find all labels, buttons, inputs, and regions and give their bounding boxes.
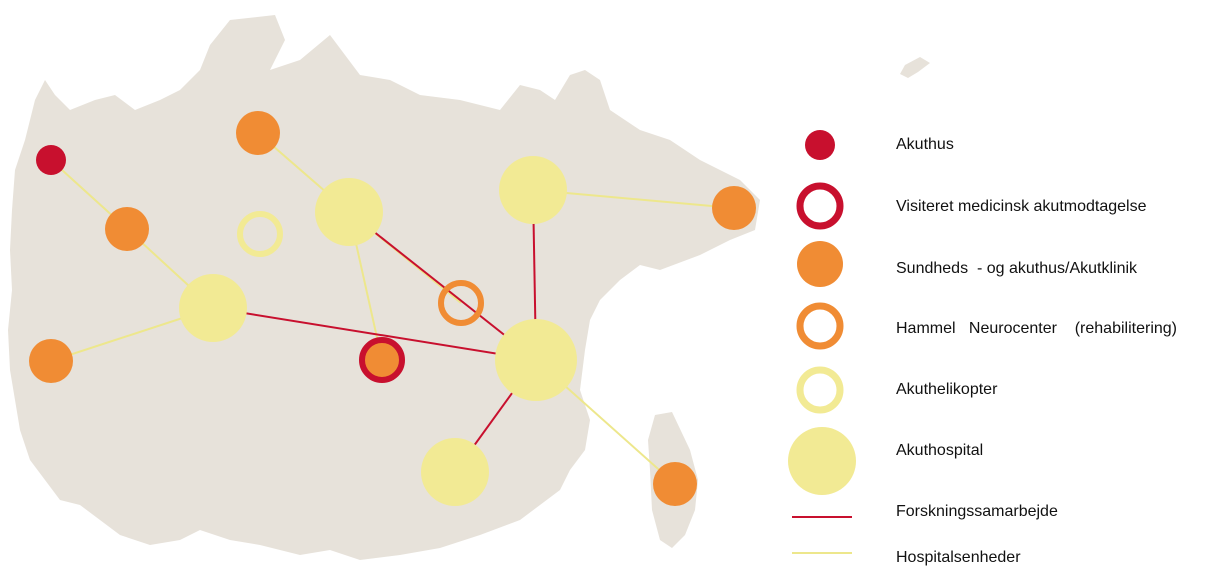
legend-hammel-symbol bbox=[796, 302, 844, 350]
akuthospital-marker bbox=[495, 319, 577, 401]
sundheds-marker bbox=[712, 186, 756, 230]
map-markers bbox=[29, 111, 756, 506]
research-line bbox=[212, 307, 537, 361]
legend-symbols bbox=[788, 130, 856, 554]
visiteret-sundheds-marker bbox=[359, 337, 405, 383]
legend-label-forskning: Forskningssamarbejde bbox=[896, 503, 1058, 520]
legend-label-sundheds: Sundheds - og akuthus/Akutklinik bbox=[896, 260, 1138, 277]
legend-label-visiteret: Visiteret medicinsk akutmodtagelse bbox=[896, 198, 1147, 215]
island-small-shape bbox=[900, 57, 930, 78]
legend-akuthelikopter-symbol bbox=[796, 366, 844, 414]
legend-akuthospital-symbol bbox=[788, 427, 856, 495]
akuthospital-marker bbox=[421, 438, 489, 506]
sundheds-marker bbox=[236, 111, 280, 155]
legend-sundheds-symbol bbox=[797, 241, 843, 287]
legend-label-hospitalsenheder: Hospitalsenheder bbox=[896, 549, 1021, 566]
hammel-neurocenter-marker bbox=[438, 280, 484, 326]
legend-visiteret-symbol bbox=[796, 182, 844, 230]
mainland-shape bbox=[8, 15, 760, 560]
legend-label-akuthospital: Akuthospital bbox=[896, 442, 984, 459]
sundheds-marker bbox=[29, 339, 73, 383]
legend-akuthus-symbol bbox=[805, 130, 835, 160]
legend-label-hammel: Hammel Neurocenter (rehabilitering) bbox=[896, 320, 1177, 337]
akuthospital-marker bbox=[499, 156, 567, 224]
legend-label-akuthelikopter: Akuthelikopter bbox=[896, 381, 998, 398]
akuthospital-marker bbox=[315, 178, 383, 246]
akuthelikopter-marker bbox=[237, 211, 283, 257]
sundheds-marker bbox=[653, 462, 697, 506]
legend-label-akuthus: Akuthus bbox=[896, 136, 954, 153]
akuthospital-marker bbox=[179, 274, 247, 342]
akuthus-marker bbox=[36, 145, 66, 175]
sundheds-marker bbox=[105, 207, 149, 251]
